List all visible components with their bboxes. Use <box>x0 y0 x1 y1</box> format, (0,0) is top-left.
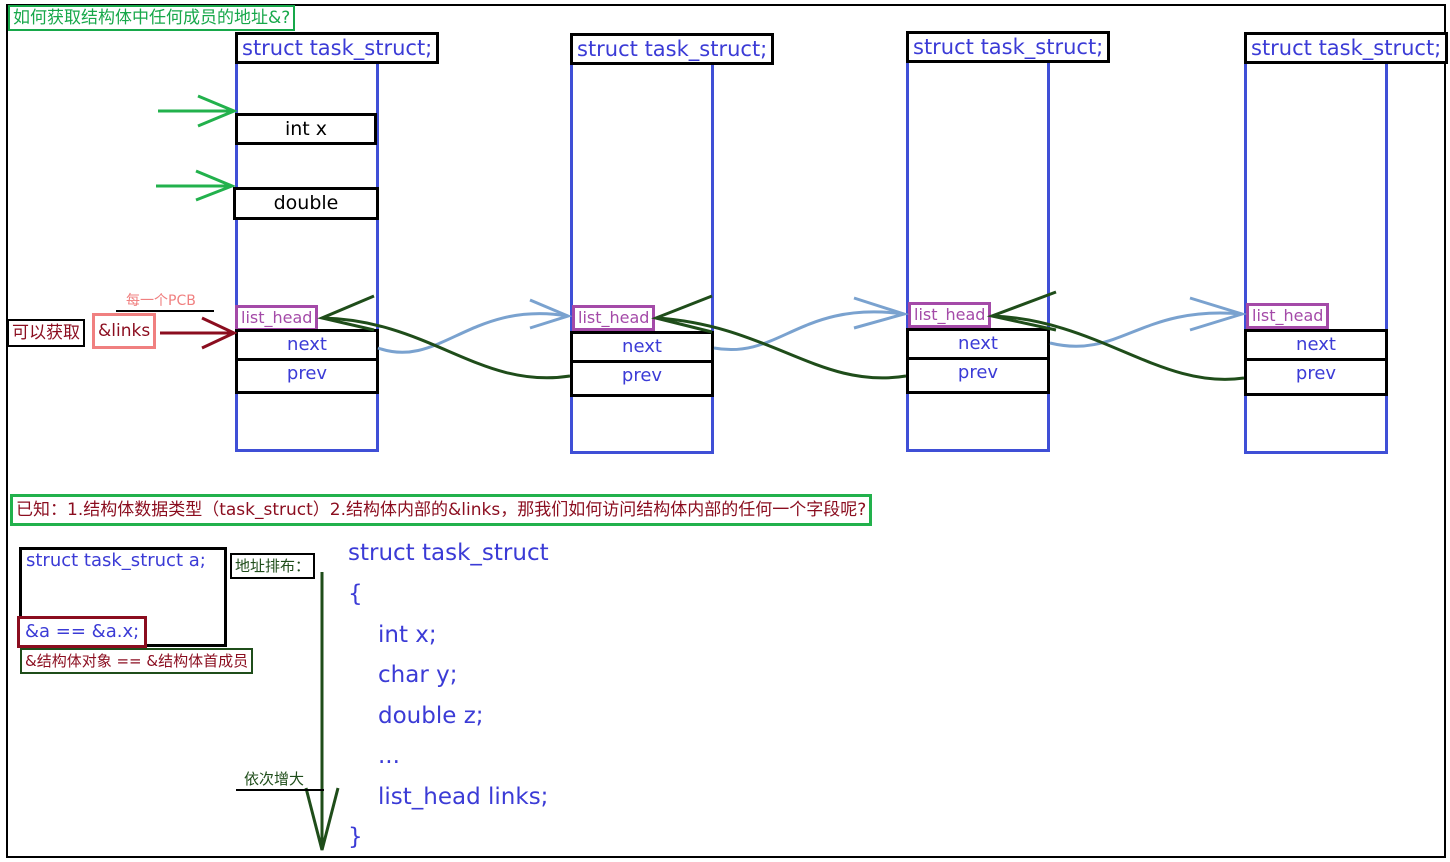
increase-label: 依次增大 <box>244 770 305 788</box>
prev-arrow-1 <box>317 294 571 380</box>
code-line-6: ... <box>378 743 400 769</box>
links-label: &links <box>92 313 157 349</box>
code-line-5: double z; <box>378 703 484 729</box>
struct-title-4: struct task_struct; <box>1244 32 1449 64</box>
address-equality-note: &结构体对象 == &结构体首成员 <box>20 648 254 674</box>
code-line-3: int x; <box>378 622 437 648</box>
struct-title-1: struct task_struct; <box>235 32 440 64</box>
per-pcb-underline <box>116 310 214 312</box>
struct-title-2: struct task_struct; <box>570 33 775 65</box>
can-get-label: 可以获取 <box>7 319 85 347</box>
list-head-3: list_head <box>908 302 992 328</box>
field-double: double <box>233 187 379 220</box>
next-field-3: next <box>906 328 1050 360</box>
field-int-x: int x <box>235 113 377 145</box>
links-arrow <box>160 316 238 350</box>
address-increase-arrow <box>304 572 340 851</box>
code-line-4: char y; <box>378 662 458 688</box>
next-arrow-3 <box>1049 296 1248 348</box>
prev-field-2: prev <box>570 360 714 397</box>
address-equality: &a == &a.x; <box>17 616 148 648</box>
prev-field-1: prev <box>235 358 379 394</box>
code-line-7: list_head links; <box>378 784 549 810</box>
next-arrow-2 <box>713 296 910 351</box>
code-line-1: struct task_struct <box>348 540 549 566</box>
declaration-text: struct task_struct a; <box>26 550 206 571</box>
list-head-1: list_head <box>235 305 319 331</box>
diagram-frame <box>6 4 1446 858</box>
prev-arrow-3 <box>986 290 1245 381</box>
list-head-4: list_head <box>1246 303 1330 329</box>
struct-title-3: struct task_struct; <box>906 31 1111 63</box>
prev-field-4: prev <box>1244 358 1388 396</box>
pointer-arrow-int-x <box>158 94 238 128</box>
list-head-2: list_head <box>572 305 656 331</box>
code-line-2: { <box>348 581 363 607</box>
per-pcb-note: 每一个PCB <box>126 293 196 309</box>
next-arrow-1 <box>377 298 573 354</box>
code-line-8: } <box>348 824 363 850</box>
pointer-arrow-double <box>156 169 237 202</box>
prev-field-3: prev <box>906 357 1050 394</box>
address-layout-label: 地址排布： <box>230 553 316 579</box>
next-field-4: next <box>1244 329 1388 361</box>
question-heading: 如何获取结构体中任何成员的地址&? <box>8 5 296 31</box>
prev-arrow-2 <box>651 294 907 380</box>
known-statement: 已知：1.结构体数据类型（task_struct）2.结构体内部的&links，… <box>10 494 873 526</box>
